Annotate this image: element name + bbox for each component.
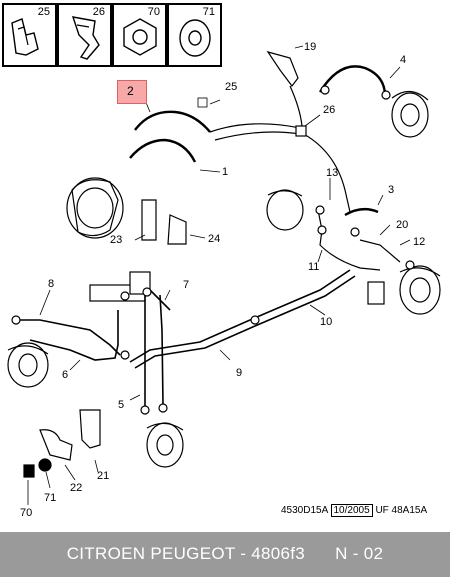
washer-icon	[179, 19, 211, 57]
pipe-7	[149, 289, 171, 311]
callout-11: 11	[308, 261, 319, 273]
callout-8: 8	[48, 278, 54, 290]
callout-2: 2	[127, 84, 134, 98]
pipe-19-to-26	[289, 85, 303, 127]
pipe-8	[15, 319, 121, 356]
callout-70: 70	[20, 507, 32, 519]
pipe-13-to-11	[317, 209, 381, 271]
diagram-reference: 4530D15A 10/2005 UF 48A15A	[281, 504, 428, 517]
valve-block	[367, 281, 385, 305]
nut-70	[23, 464, 35, 478]
bracket-21	[79, 409, 101, 449]
callout-6: 6	[62, 369, 68, 381]
callout-9: 9	[236, 367, 242, 379]
caption-text: CITROEN PEUGEOT - 4806f3 N - 02	[66, 544, 384, 563]
front-left-lower-disc	[7, 342, 49, 388]
clip-22	[39, 429, 73, 461]
junction-26	[295, 125, 307, 137]
hose-4	[318, 65, 387, 97]
front-left-brake-disc	[66, 177, 124, 239]
uf-ref-code: UF 48A15A	[375, 505, 428, 516]
diagram-date: 10/2005	[330, 504, 373, 517]
legend-item-26: 26	[57, 3, 112, 67]
pipe-to-rear-right	[359, 239, 401, 263]
legend-item-25: 25	[2, 3, 57, 67]
pipe-6	[29, 310, 119, 361]
bracket-clip-icon	[71, 16, 100, 60]
highlighted-part-2[interactable]: 2	[117, 80, 147, 104]
diagram-ref-code: 4530D15A	[281, 505, 328, 516]
pipe-10	[129, 269, 356, 369]
rear-right-disc-bottom	[399, 265, 441, 315]
callout-26: 26	[323, 104, 335, 116]
clip-icon	[11, 18, 39, 56]
bracket-24	[167, 214, 187, 245]
hex-nut-icon	[123, 18, 157, 56]
hose-2	[134, 110, 211, 133]
callout-19: 19	[304, 41, 316, 53]
legend-number: 70	[147, 6, 160, 18]
bracket-23	[141, 199, 157, 241]
brake-pipe-diagram: 1 3 4 5 6 7 8 9 10 11 12 13 19 20 21 22 …	[7, 41, 441, 519]
callout-3: 3	[388, 184, 394, 196]
callout-10: 10	[320, 316, 332, 328]
legend-number: 25	[37, 6, 50, 18]
callout-20: 20	[396, 219, 408, 231]
legend-item-71: 71	[167, 3, 222, 67]
pipe-to-junction-26	[209, 123, 301, 141]
washer-71	[38, 458, 52, 472]
rear-right-disc-top	[391, 90, 429, 138]
callout-4: 4	[400, 54, 406, 66]
master-cylinder	[89, 271, 151, 302]
caption-bar: CITROEN PEUGEOT - 4806f3 N - 02	[0, 532, 450, 577]
pipe-5b	[159, 294, 164, 406]
callout-21: 21	[97, 470, 109, 482]
callout-7: 7	[183, 279, 189, 291]
callout-12: 12	[413, 236, 425, 248]
hose-3	[344, 207, 379, 217]
callout-25: 25	[225, 81, 237, 93]
callout-71: 71	[44, 492, 56, 504]
pipe-junction-to-13	[299, 131, 351, 213]
callout-22: 22	[70, 482, 82, 494]
callout-23: 23	[110, 234, 122, 246]
hose-1	[129, 138, 197, 163]
callout-24: 24	[208, 233, 220, 245]
caliper-3	[266, 189, 304, 231]
legend-item-70: 70	[112, 3, 167, 67]
rear-bottom-disc	[146, 422, 184, 468]
callout-1: 1	[222, 166, 228, 178]
legend-number: 71	[202, 6, 215, 18]
legend-number: 26	[92, 6, 105, 18]
callout-5: 5	[118, 399, 124, 411]
callout-13: 13	[326, 167, 338, 179]
bracket-19	[266, 50, 299, 87]
